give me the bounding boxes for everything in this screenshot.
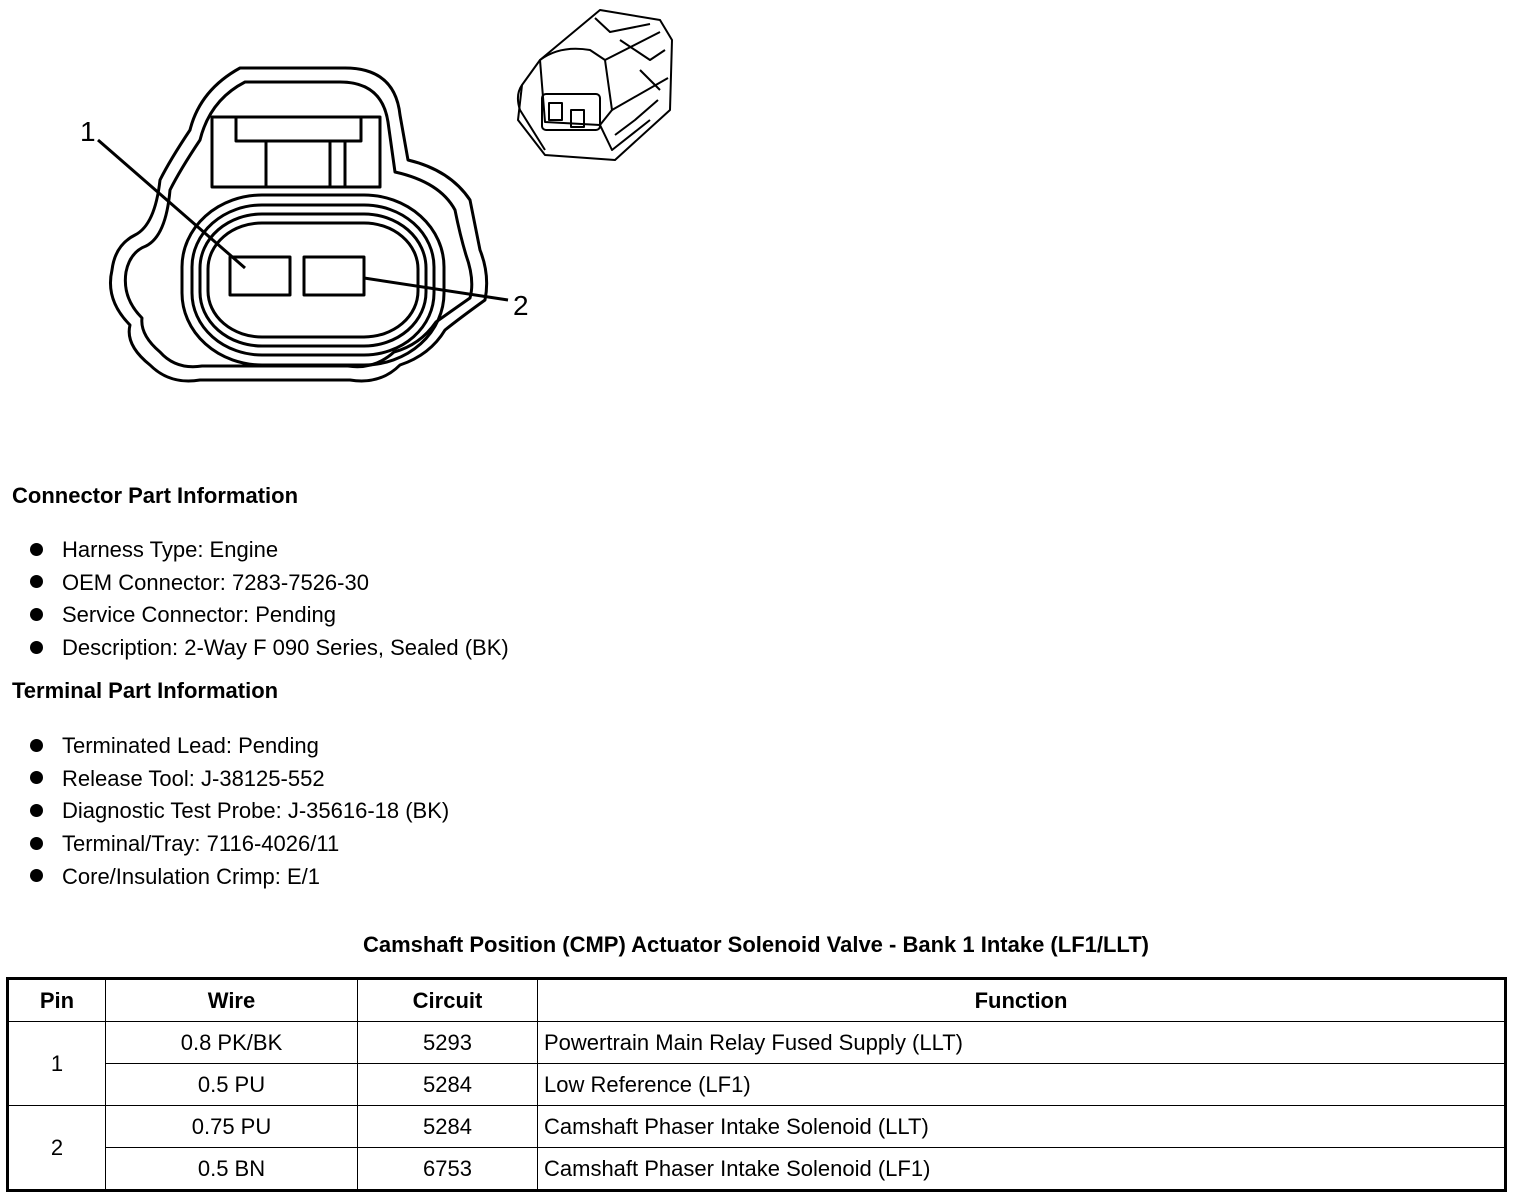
bullet-icon (30, 836, 43, 850)
wire-cell: 0.8 PK/BK (105, 1021, 358, 1064)
circuit-cell: 5284 (357, 1105, 538, 1148)
connector-3d-view (516, 9, 673, 161)
bullet-icon (30, 575, 43, 589)
wire-cell: 0.75 PU (105, 1105, 358, 1148)
terminal-cavity-1 (228, 255, 292, 297)
bullet-icon (30, 804, 43, 818)
terminal-cavity-2 (302, 255, 366, 297)
pin-cell: 1 (7, 1021, 106, 1106)
connector-info-heading: Connector Part Information (12, 483, 299, 508)
function-cell: Low Reference (LF1) (537, 1063, 1506, 1106)
terminal-info-list: Terminated Lead: Pending Release Tool: J… (30, 730, 449, 893)
seal-ring-4 (206, 221, 420, 339)
pinout-table: Pin Wire Circuit Function 1 0.8 PK/BK 52… (6, 977, 1507, 1192)
list-item: Terminated Lead: Pending (30, 730, 449, 763)
circuit-cell: 5284 (357, 1063, 538, 1106)
header-circuit: Circuit (357, 978, 538, 1022)
table-row: 0.5 PU 5284 Low Reference (LF1) (8, 1063, 1506, 1106)
list-item: Core/Insulation Crimp: E/1 (30, 861, 449, 894)
list-item: Harness Type: Engine (30, 534, 509, 567)
header-wire: Wire (105, 978, 358, 1022)
bullet-icon (30, 738, 43, 752)
connector-info-list: Harness Type: Engine OEM Connector: 7283… (30, 534, 509, 665)
callout-1: 1 (80, 116, 96, 147)
callout-2: 2 (513, 290, 529, 321)
housing-outline (109, 66, 489, 383)
seal-ring-2 (190, 203, 436, 357)
table-row: 1 0.8 PK/BK 5293 Powertrain Main Relay F… (7, 1021, 1506, 1106)
bullet-icon (30, 640, 43, 654)
list-item: Diagnostic Test Probe: J-35616-18 (BK) (30, 795, 449, 828)
bullet-icon (30, 542, 43, 556)
function-cell: Camshaft Phaser Intake Solenoid (LLT) (537, 1105, 1506, 1148)
list-item: Description: 2-Way F 090 Series, Sealed … (30, 632, 509, 665)
bullet-icon (30, 608, 43, 622)
bullet-icon (30, 771, 43, 785)
list-item: OEM Connector: 7283-7526-30 (30, 567, 509, 600)
header-function: Function (537, 978, 1506, 1022)
circuit-cell: 5293 (357, 1021, 538, 1064)
function-cell: Camshaft Phaser Intake Solenoid (LF1) (537, 1147, 1506, 1191)
header-pin: Pin (7, 978, 106, 1022)
list-item: Release Tool: J-38125-552 (30, 763, 449, 796)
function-cell: Powertrain Main Relay Fused Supply (LLT) (537, 1021, 1506, 1064)
list-item: Terminal/Tray: 7116-4026/11 (30, 828, 449, 861)
table-caption: Camshaft Position (CMP) Actuator Solenoi… (363, 932, 1149, 957)
table-row: 2 0.75 PU 5284 Camshaft Phaser Intake So… (7, 1105, 1506, 1191)
bullet-icon (30, 869, 43, 883)
seal-ring-1 (180, 193, 446, 367)
circuit-cell: 6753 (357, 1147, 538, 1191)
wire-cell: 0.5 BN (105, 1147, 358, 1191)
terminal-info-heading: Terminal Part Information (12, 678, 279, 703)
table-row: 0.5 BN 6753 Camshaft Phaser Intake Solen… (8, 1147, 1506, 1191)
wire-cell: 0.5 PU (105, 1063, 358, 1106)
connector-face-diagram: 1 2 (80, 9, 673, 383)
latch-bar (234, 115, 363, 143)
seal-ring-3 (198, 212, 428, 348)
table-header-row: Pin Wire Circuit Function (7, 978, 1506, 1022)
pin-cell: 2 (7, 1105, 106, 1191)
list-item: Service Connector: Pending (30, 599, 509, 632)
